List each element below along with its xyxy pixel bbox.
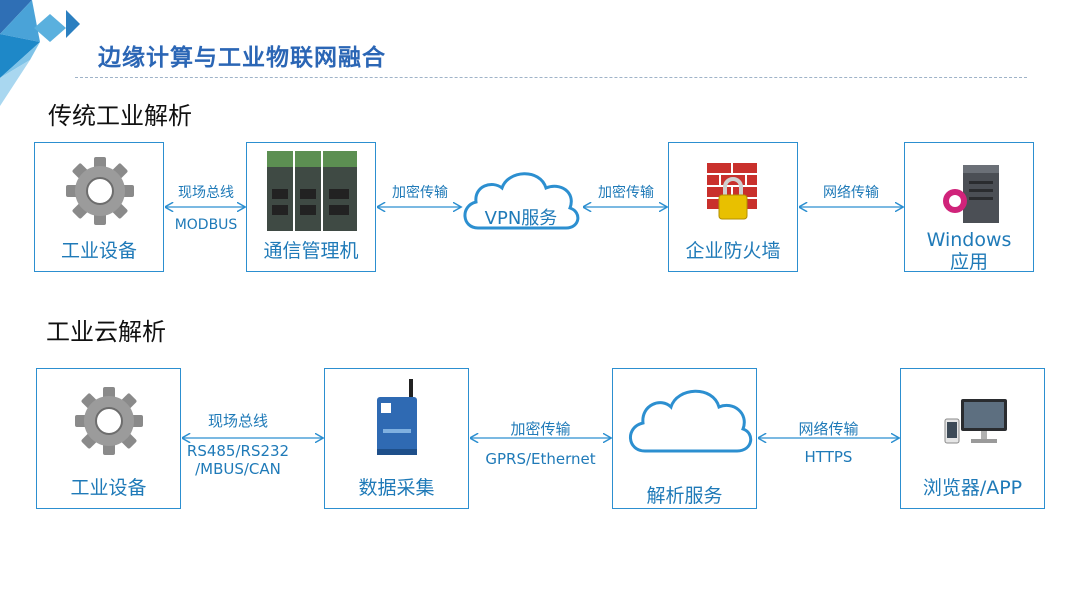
- node-browser-app: 浏览器/APP: [900, 368, 1045, 509]
- connector-label-bottom: GPRS/Ethernet: [485, 450, 596, 468]
- section-title-cloud: 工业云解析: [46, 318, 166, 346]
- connector-label-top: 现场总线: [207, 412, 268, 430]
- node-label: 通信管理机: [263, 240, 359, 262]
- cloud-icon: [629, 389, 753, 453]
- title-divider: [75, 77, 1027, 78]
- cloud-icon: [463, 172, 580, 230]
- gear-icon: [66, 157, 134, 225]
- node-label: 解析服务: [646, 485, 723, 507]
- section-title-traditional: 传统工业解析: [48, 102, 192, 130]
- connector-label-top: 加密传输: [392, 185, 448, 201]
- node-industrial-equipment: 工业设备: [34, 142, 164, 272]
- node-label: 浏览器/APP: [922, 477, 1023, 499]
- node-label: 数据采集: [358, 477, 435, 499]
- connector-label-top: 现场总线: [178, 185, 234, 201]
- node-industrial-equipment: 工业设备: [36, 368, 181, 509]
- cloud-label: VPN服务: [484, 208, 558, 229]
- node-label: 工业设备: [70, 477, 147, 499]
- node-firewall: 企业防火墙: [668, 142, 798, 272]
- connector-label-top: 网络传输: [823, 185, 879, 201]
- monitor-phone-icon: [944, 399, 1007, 444]
- connector-label-top: 加密传输: [598, 185, 654, 201]
- windows-server-icon: [943, 165, 999, 223]
- node-data-acquisition: 数据采集: [324, 368, 469, 509]
- connector-label-top: 加密传输: [510, 420, 571, 438]
- connector-label-bottom: RS485/RS232 /MBUS/CAN: [186, 442, 290, 478]
- firewall-icon: [707, 163, 757, 220]
- node-communication-manager: 通信管理机: [246, 142, 376, 272]
- gear-icon: [75, 387, 143, 455]
- node-windows-app: Windows 应用: [904, 142, 1034, 273]
- page-title: 边缘计算与工业物联网融合: [98, 45, 386, 71]
- node-label: 企业防火墙: [685, 240, 781, 262]
- node-label: Windows 应用: [926, 229, 1012, 273]
- connector-label-top: 网络传输: [798, 420, 859, 438]
- node-parse-service: 解析服务: [612, 368, 757, 509]
- corner-decoration: [0, 0, 80, 106]
- communication-manager-icon: [267, 151, 357, 231]
- connector-label-bottom: HTTPS: [804, 448, 853, 466]
- connector-label-bottom: MODBUS: [174, 217, 238, 233]
- node-label: 工业设备: [60, 240, 137, 262]
- data-acquisition-device-icon: [377, 379, 417, 455]
